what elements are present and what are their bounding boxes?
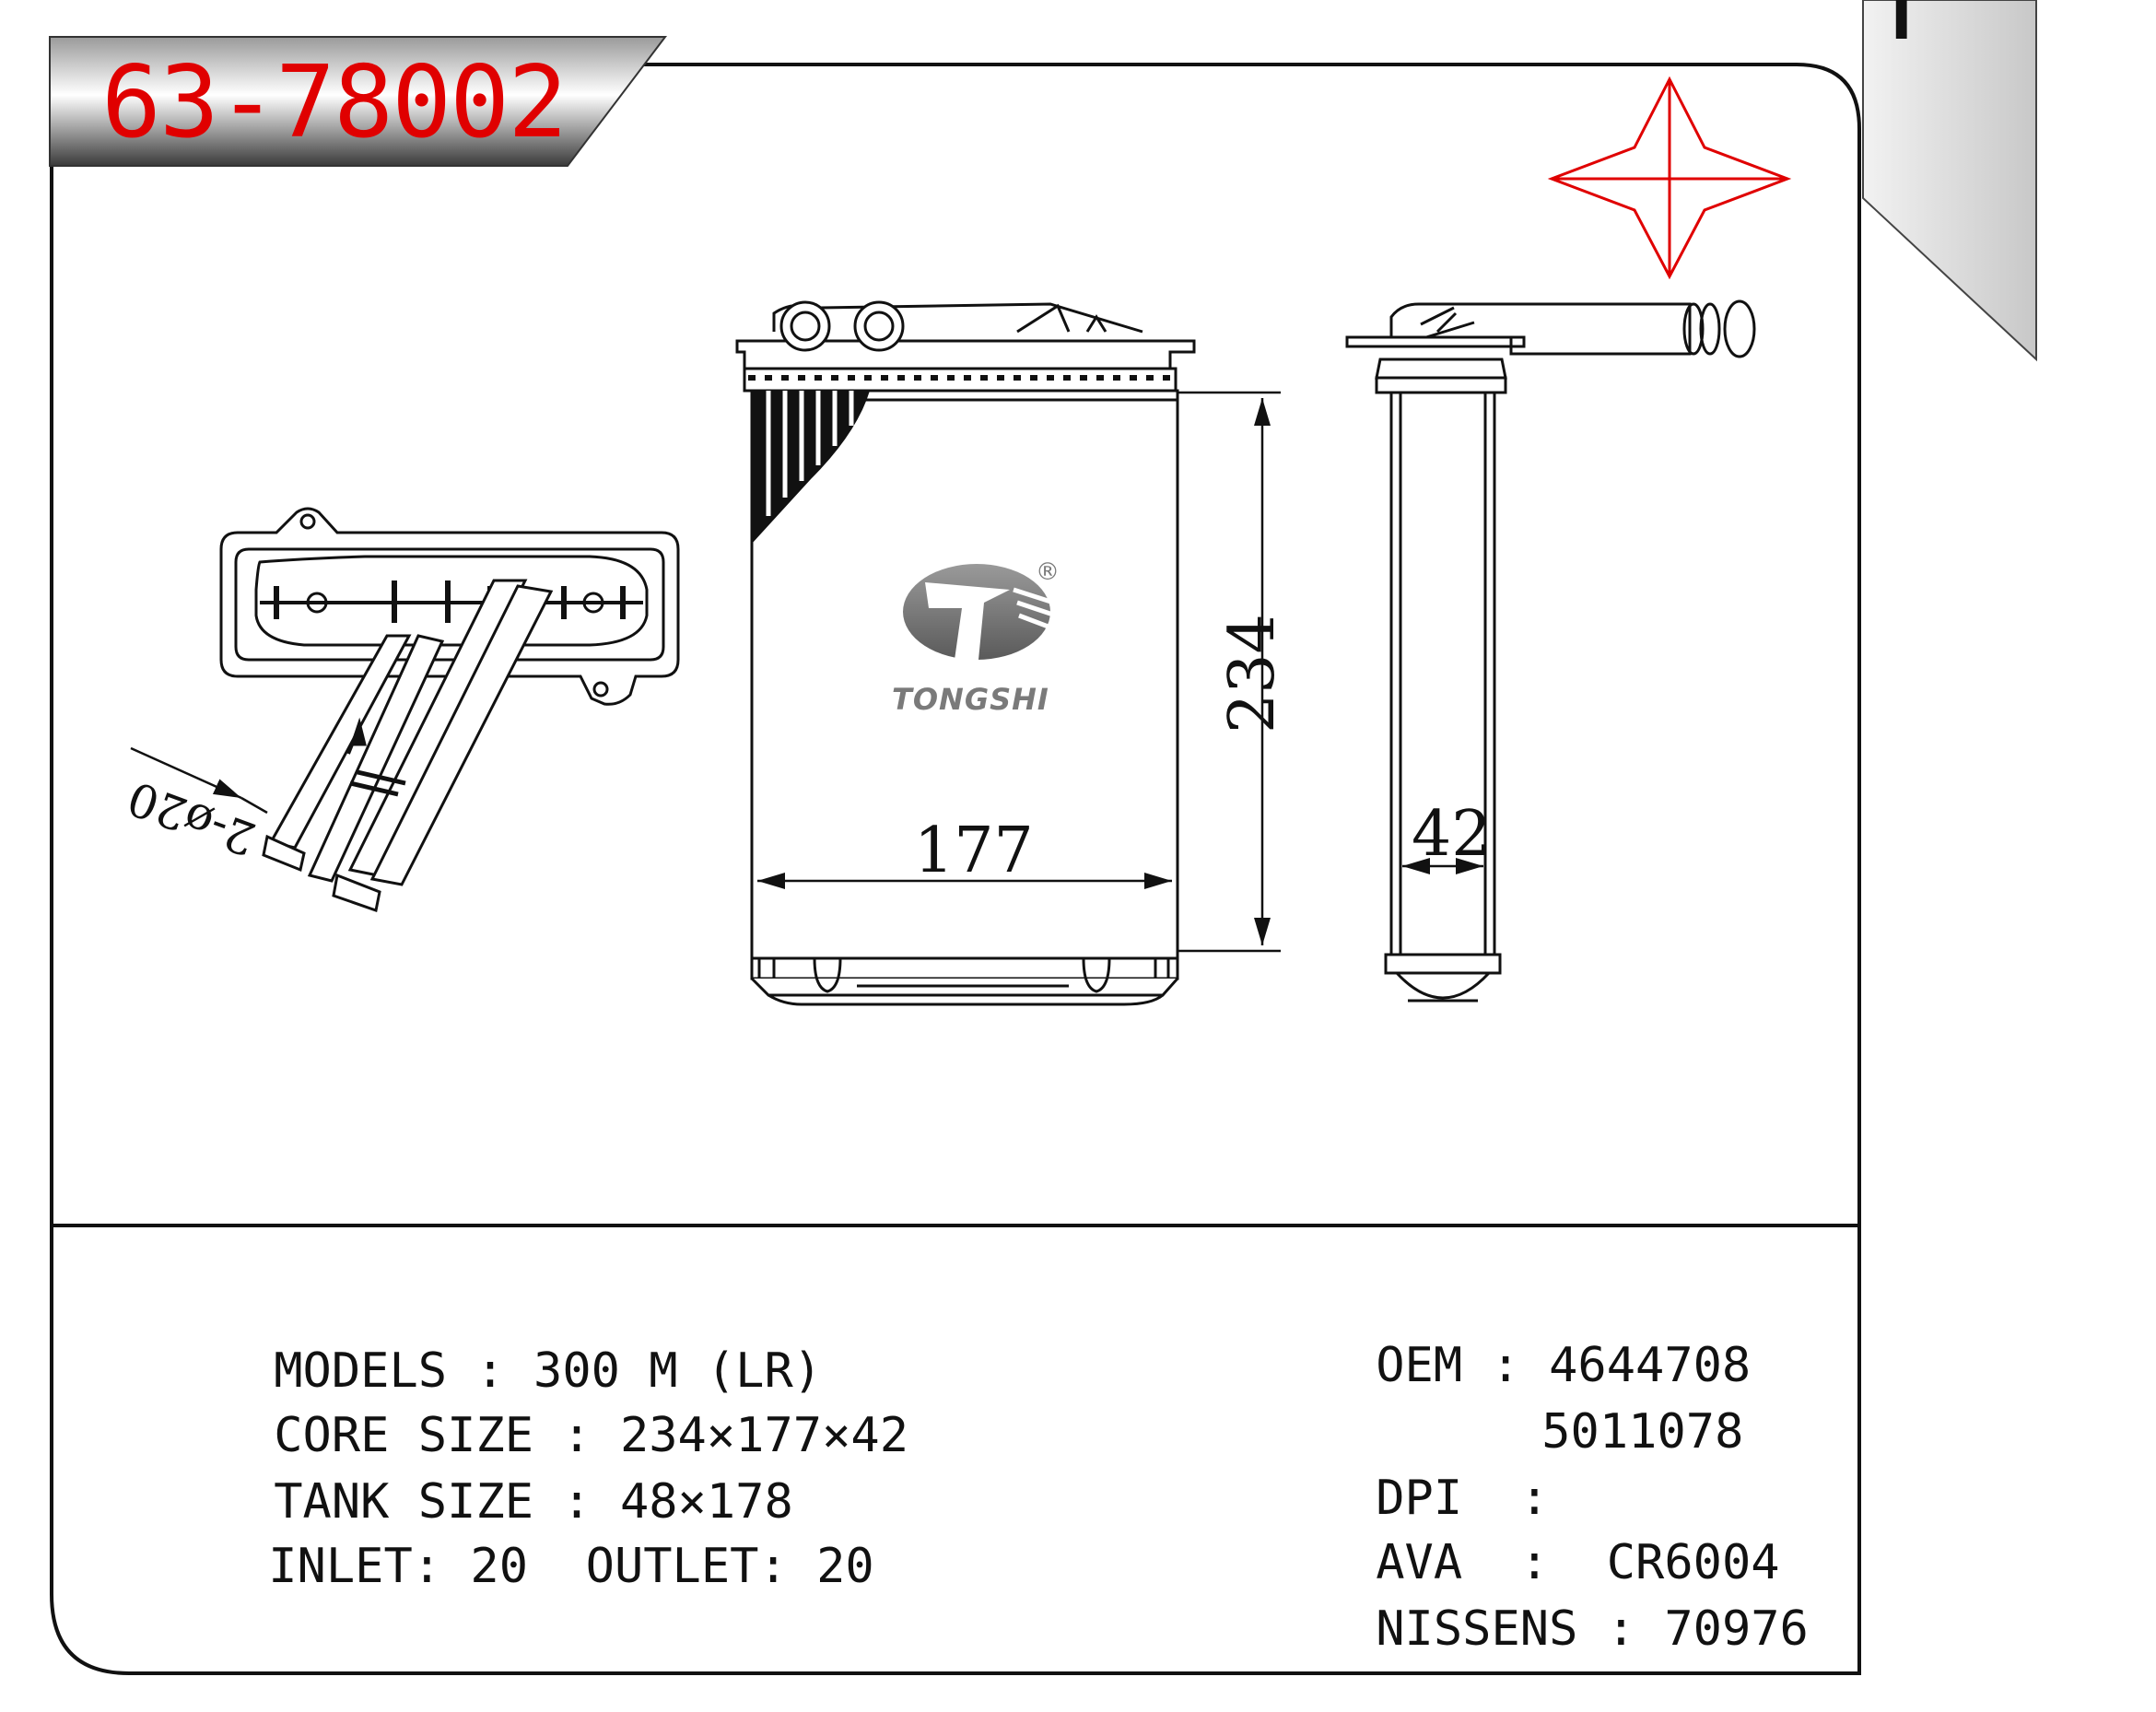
depth-label: 42 (1412, 798, 1492, 871)
oem-value-2: 5011078 (1541, 1404, 1744, 1460)
outer-frame (50, 63, 1861, 1675)
header-banner (49, 36, 668, 167)
ava-row: AVA : CR6004 (1260, 1480, 1780, 1646)
dpi-row: DPI : (1260, 1415, 1577, 1581)
outlet-label: OUTLET: (585, 1539, 788, 1594)
models-row: MODELS : 300 M (LR) (158, 1288, 822, 1454)
oem-row-2: 5011078 (1426, 1349, 1743, 1515)
ava-value: CR6004 (1606, 1535, 1780, 1590)
dpi-label: DPI (1376, 1471, 1463, 1526)
nissens-row: NISSENS : 70976 (1260, 1546, 1809, 1712)
core-size-row: CORE SIZE : 234×177×42 (158, 1353, 908, 1519)
core-size-sep: : (562, 1408, 592, 1463)
corner-tab (1862, 0, 2037, 362)
width-label: 177 (914, 815, 1034, 887)
tank-size-sep: : (562, 1474, 592, 1530)
brand-name: TONGSHI (892, 682, 1049, 717)
oem-label: OEM (1376, 1338, 1463, 1393)
tank-size-label: TANK SIZE (274, 1474, 533, 1530)
oem-value-1: 4644708 (1549, 1338, 1752, 1393)
front-view (735, 300, 1196, 1006)
core-size-value: 234×177×42 (619, 1408, 909, 1463)
part-number-title: 63-78002 (101, 45, 568, 160)
nissens-sep: : (1606, 1601, 1636, 1657)
core-size-label: CORE SIZE (274, 1408, 533, 1463)
tongshi-logo-icon (903, 564, 1062, 660)
registered-mark: ® (1036, 558, 1060, 586)
direction-star-icon (1547, 76, 1792, 280)
nissens-value: 70976 (1664, 1601, 1809, 1657)
outlet-value: 20 (816, 1539, 874, 1594)
tank-size-value: 48×178 (619, 1474, 793, 1530)
side-view (1345, 299, 1756, 1003)
oem-row: OEM : 4644708 (1260, 1283, 1751, 1448)
oem-sep: : (1491, 1338, 1520, 1393)
nissens-label: NISSENS (1376, 1601, 1578, 1657)
height-dimension (1178, 391, 1281, 953)
height-label: 234 (1216, 614, 1289, 733)
corner-tab-glyph: F (1885, 0, 1950, 65)
models-value: 300 M (LR) (533, 1343, 823, 1399)
inlet-outlet-row: INLET: 20 OUTLET: 20 (153, 1483, 874, 1649)
inlet-value: 20 (470, 1539, 529, 1594)
models-sep: : (475, 1343, 505, 1399)
ava-label: AVA (1376, 1535, 1463, 1590)
dpi-sep: : (1519, 1471, 1550, 1526)
models-label: MODELS (274, 1343, 448, 1399)
ava-sep: : (1519, 1535, 1550, 1590)
top-view (130, 507, 680, 912)
inlet-label: INLET: (268, 1539, 442, 1594)
tank-size-row: TANK SIZE : 48×178 (158, 1419, 793, 1585)
